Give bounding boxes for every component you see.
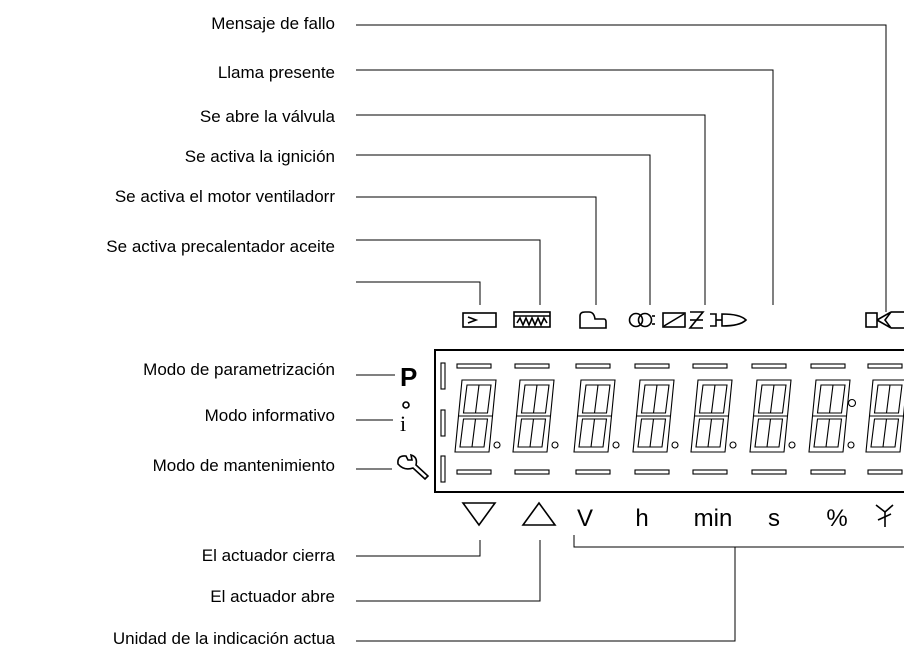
fault-relay-icon (865, 311, 904, 329)
leader-valve-opens (356, 114, 706, 305)
leader-fault-message (356, 24, 887, 312)
digit-cell (865, 363, 904, 475)
preheater-icon (462, 312, 497, 328)
leader-flame-present (356, 69, 774, 305)
parametrization-symbol: P (400, 362, 417, 392)
label-fan-motor-on: Se activa el motor ventiladorr (115, 187, 335, 206)
triangle-down-icon (461, 502, 497, 527)
unit-minute: min (694, 505, 733, 532)
fan-icon (579, 311, 607, 329)
leader-preheater (356, 281, 481, 305)
leader-oil-preheater-on (356, 239, 541, 305)
info-symbol: i (400, 401, 410, 436)
flame-icon (710, 313, 748, 327)
label-oil-preheater-on: Se activa precalentador aceite (106, 237, 335, 256)
leader-actuator-closes (356, 540, 481, 557)
valve-icon (662, 311, 705, 329)
leader-actuator-opens (356, 540, 541, 602)
leader-fan-motor-on (356, 196, 597, 305)
info-symbol-letter: i (400, 411, 406, 436)
flame-symbol-icon (875, 504, 894, 527)
digit-cell (454, 363, 501, 475)
wrench-icon (397, 453, 430, 481)
label-actuator-opens: El actuador abre (210, 587, 335, 606)
ignition-transformer-icon (628, 312, 655, 328)
heating-coil-icon (513, 311, 551, 328)
mode-bar-parametrization (440, 362, 446, 390)
leader-lines (356, 24, 904, 642)
label-service-mode: Modo de mantenimiento (153, 456, 335, 475)
mode-indicator-bars (440, 362, 446, 483)
label-current-unit: Unidad de la indicación actua (113, 629, 336, 648)
label-ignition-on: Se activa la ignición (185, 147, 335, 166)
colon-dot (847, 398, 857, 408)
digit-cell (573, 363, 620, 475)
label-valve-opens: Se abre la válvula (200, 107, 336, 126)
label-parametrization-mode: Modo de parametrización (143, 360, 335, 379)
mode-bar-service (440, 455, 446, 483)
digit-cell (808, 363, 855, 475)
triangle-up-icon (521, 501, 557, 526)
mode-bar-info (440, 409, 446, 437)
units-bracket (573, 535, 904, 548)
label-flame-present: Llama presente (218, 63, 335, 82)
digit-cell (512, 363, 559, 475)
digit-cell (690, 363, 737, 475)
label-info-mode: Modo informativo (205, 406, 335, 425)
label-fault-message: Mensaje de fallo (211, 14, 335, 33)
unit-second: s (768, 505, 780, 532)
digit-cell (749, 363, 796, 475)
leader-current-unit (356, 547, 736, 642)
seven-segment-digits (454, 363, 904, 475)
leader-ignition-on (356, 154, 651, 305)
digit-cell (632, 363, 679, 475)
unit-volt: V (577, 505, 593, 532)
label-actuator-closes: El actuador cierra (202, 546, 336, 565)
unit-hour: h (635, 505, 648, 532)
unit-percent: % (826, 505, 847, 532)
